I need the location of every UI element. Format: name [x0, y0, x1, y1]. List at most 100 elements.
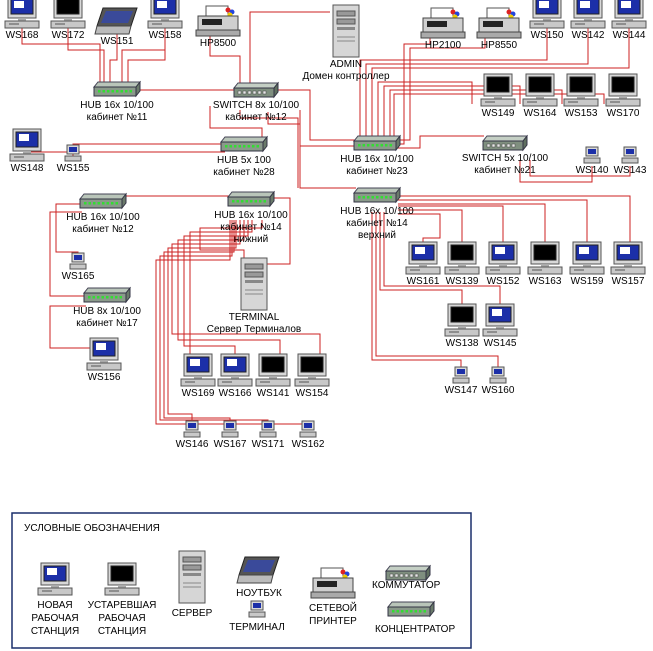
terminal-label: TERMINAL [229, 312, 280, 323]
ws148-label: WS148 [11, 163, 44, 174]
ws172-label: WS172 [52, 30, 85, 41]
pc-icon [180, 353, 216, 387]
legend-title: УСЛОВНЫЕ ОБОЗНАЧЕНИЯ [24, 523, 160, 534]
ws157-pc-node: WS157 [610, 241, 646, 287]
pc-icon [610, 241, 646, 275]
ws153-old-node: WS153 [563, 73, 599, 119]
terminal-icon [64, 144, 82, 162]
printer-icon [420, 7, 466, 39]
cable [171, 220, 321, 354]
terminal-icon [621, 146, 639, 164]
ws140-terminal-node: WS140 [576, 146, 609, 176]
legend-item-label: УСТАРЕВШАЯ [88, 600, 157, 611]
legend-item-label: СЕТЕВОЙ [309, 601, 357, 614]
cable [365, 28, 589, 138]
old-icon [255, 353, 291, 387]
ws167-terminal-node: WS167 [214, 420, 247, 450]
cable [239, 110, 299, 188]
legend-item-notebook: НОУТБУК [236, 556, 282, 599]
legend-item-label: СТАНЦИЯ [31, 626, 79, 637]
cable [109, 34, 118, 84]
hub17-label: HUB 8x 10/100 [73, 306, 141, 317]
ws156-pc-node: WS156 [86, 337, 122, 383]
sw12-sublabel: кабинет №12 [225, 111, 287, 123]
legend-item-label: СЕРВЕР [172, 608, 213, 619]
hub28-sublabel: кабинет №28 [213, 166, 275, 178]
hub-icon [352, 186, 402, 204]
cable [375, 212, 499, 367]
pc-icon [86, 337, 122, 371]
hub-icon [352, 134, 402, 152]
hub-icon [219, 135, 269, 153]
terminal-icon [583, 146, 601, 164]
legend-frame [11, 512, 472, 649]
ws155-terminal-node: WS155 [57, 144, 90, 174]
cable [529, 160, 631, 177]
cable [398, 213, 441, 244]
terminal-icon [69, 252, 87, 270]
hp8550-label: HP8550 [481, 40, 518, 51]
cable [383, 85, 521, 138]
ws141-label: WS141 [257, 388, 290, 399]
legend-item-label: КОНЦЕНТРАТОР [375, 624, 455, 635]
ws159-label: WS159 [571, 276, 604, 287]
legend-item-switch: КОММУТАТОР [372, 564, 441, 591]
cable [398, 34, 486, 141]
cable [398, 205, 504, 244]
ws168-label: WS168 [6, 30, 39, 41]
ws166-pc-node: WS166 [217, 353, 253, 399]
old-icon [605, 73, 641, 107]
cable [389, 89, 563, 138]
ws142-pc-node: WS142 [570, 0, 606, 41]
hub-icon [386, 600, 436, 618]
terminal-sublabel: Сервер Терминалов [207, 324, 301, 335]
sw21-label: SWITCH 5x 10/100 [462, 153, 549, 164]
ws146-label: WS146 [176, 439, 209, 450]
ws167-label: WS167 [214, 439, 247, 450]
hub28-label: HUB 5x 100 [217, 155, 271, 166]
ws143-label: WS143 [614, 165, 647, 176]
cable [377, 81, 473, 138]
old-icon [294, 353, 330, 387]
ws138-label: WS138 [446, 338, 479, 349]
ws152-label: WS152 [487, 276, 520, 287]
terminal-icon [183, 420, 201, 438]
hp8500-label: HP8500 [200, 38, 237, 49]
hp8550-printer-node: HP8550 [476, 7, 522, 51]
pc-icon [9, 128, 45, 162]
cable [199, 220, 263, 264]
hub14v-sublabel2: верхний [358, 230, 396, 241]
ws166-label: WS166 [219, 388, 252, 399]
ws141-old-node: WS141 [255, 353, 291, 399]
old-icon [527, 241, 563, 275]
cable [299, 110, 356, 189]
hub12-sublabel: кабинет №12 [72, 223, 134, 235]
ws148-pc-node: WS148 [9, 128, 45, 174]
pc-icon [405, 241, 441, 275]
legend-item-label: РАБОЧАЯ [98, 613, 145, 624]
old-icon [104, 562, 140, 596]
cable [398, 203, 546, 244]
ws165-label: WS165 [62, 271, 95, 282]
cable [26, 148, 225, 153]
pc-icon [569, 241, 605, 275]
cable [72, 143, 225, 158]
admin-sublabel: Домен контроллер [302, 71, 389, 82]
server-icon [178, 550, 206, 604]
hub-icon [92, 80, 142, 98]
terminal-icon [259, 420, 277, 438]
printer-icon [195, 5, 241, 37]
ws160-terminal-node: WS160 [482, 366, 515, 396]
terminal-icon [452, 366, 470, 384]
